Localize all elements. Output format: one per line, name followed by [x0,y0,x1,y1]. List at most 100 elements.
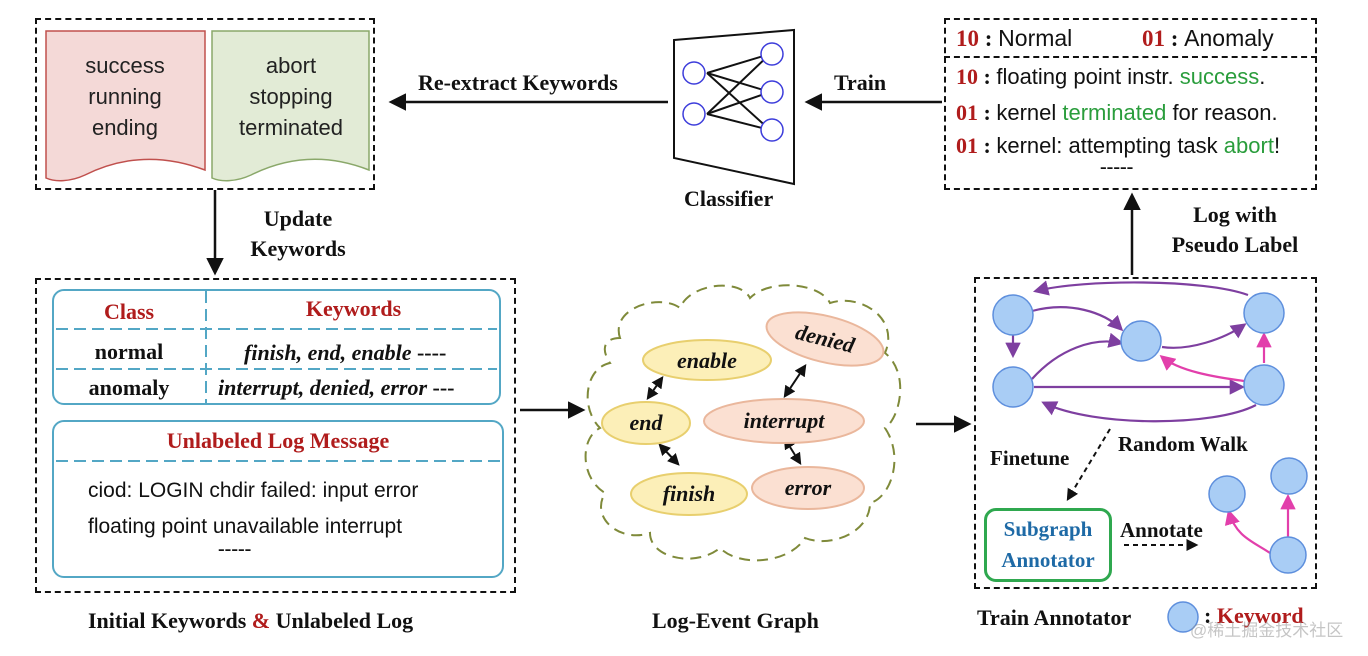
node-denied-shape [765,311,885,367]
rw-node-topleft [992,294,1034,336]
line-3-code: 01 [956,133,978,158]
pseudo-label-box [944,18,1317,190]
node-interrupt-label: interrupt [743,408,825,433]
pseudo-label-caption: Log with Pseudo Label [1145,200,1325,260]
normal-word-2: running [88,84,162,109]
reextract-label: Re-extract Keywords [418,70,618,95]
row-anomaly-keywords: interrupt, denied, error --- [218,375,455,401]
normal-keyword-doc [45,30,206,182]
row-normal-class: normal [94,339,164,364]
keyword-legend-text: Keyword [1216,603,1304,628]
train-label: Train [834,70,887,95]
pseudo-log-ellipsis: ----- [1100,156,1134,178]
rw-node-midleft [992,366,1034,408]
sub-node-top [1270,457,1308,495]
pseudo-caption-2: Pseudo Label [1171,232,1299,257]
unlabeled-ellipsis: ----- [218,538,252,560]
node-finish-shape [630,472,748,516]
annotator-box [974,277,1317,589]
sub-node-bottom [1269,536,1307,574]
left-caption-amp: & [251,608,271,633]
line-1-code: 10 [956,64,978,89]
legend-normal: 10 : Normal [956,25,1072,52]
anomaly-keywords-dots: --- [432,375,455,400]
update-label-2: Keywords [250,236,346,261]
anomaly-sep: : [1170,26,1179,51]
node-end-label: end [629,410,663,435]
normal-code: 10 [956,26,979,51]
classifier-network [673,28,795,186]
unlabeled-line-1: ciod: LOGIN chdir failed: input error [88,479,419,502]
node-interrupt-shape [703,398,865,444]
input-neuron-1 [682,61,706,85]
normal-word-3: ending [91,115,159,140]
unlabeled-log-box [52,420,504,578]
node-enable-shape [642,339,772,381]
anomaly-keyword-doc [211,30,370,182]
pseudo-label-divider [944,56,1317,58]
line-2-text: kernel [996,100,1063,125]
subgraph-annotator: Subgraph Annotator [984,508,1112,582]
line-3-text: kernel: attempting task [996,133,1224,158]
random-walk-label: Random Walk [1118,432,1248,456]
keyword-legend: : Keyword [1204,603,1304,629]
subgraph-label-2: Annotator [1001,548,1095,572]
unlabeled-divider [56,460,500,462]
pseudo-log-line-3: 01 : kernel: attempting task abort! [956,133,1280,159]
line-2-sep: : [983,100,991,125]
class-header: Class [103,299,155,324]
node-error-label: error [784,475,832,500]
output-neuron-2 [760,80,784,104]
output-neuron-1 [760,42,784,66]
normal-word-1: success [85,53,165,78]
line-1-end: . [1259,64,1266,89]
random-walk-graph [992,280,1308,574]
row-normal-keywords: finish, end, enable ---- [244,340,446,366]
keyword-table [52,289,501,405]
normal-keywords-text: finish, end, enable [244,340,412,365]
left-caption: Initial Keywords & Unlabeled Log [88,608,413,634]
anomaly-legend-label: Anomaly [1184,25,1274,51]
left-caption-1: Initial Keywords [88,608,252,633]
keyword-docs-box [35,18,375,190]
anomaly-word-2: stopping [249,84,333,109]
annotate-label: Annotate [1120,518,1203,542]
pseudo-caption-1: Log with [1193,202,1277,227]
anomaly-word-1: abort [265,53,317,78]
rw-node-center [1120,320,1162,362]
watermark: @稀土掘金技术社区 [1190,621,1344,640]
finetune-label: Finetune [990,446,1070,470]
output-neuron-3 [760,118,784,142]
unlabeled-line-2: floating point unavailable interrupt [88,515,403,538]
update-label-1: Update [263,206,333,231]
initial-keywords-box [35,278,516,593]
log-event-graph [584,284,902,562]
keyword-legend-node [1167,601,1199,633]
anomaly-code: 01 [1142,26,1165,51]
normal-legend-label: Normal [998,25,1073,51]
anomaly-keywords-text: interrupt, denied, error [218,375,428,400]
line-2-keyword: terminated [1062,100,1167,125]
normal-sep: : [984,26,993,51]
annotator-caption: Train Annotator [977,605,1132,630]
unlabeled-header: Unlabeled Log Message [166,428,390,453]
line-3-end: ! [1273,133,1281,158]
classifier-caption: Classifier [684,186,774,211]
line-3-sep: : [983,133,991,158]
graph-cloud [584,284,902,562]
node-finish-label: finish [662,481,716,506]
normal-keywords-dots: ---- [416,340,447,365]
node-end-shape [601,401,691,445]
rw-node-topright [1243,292,1285,334]
input-neuron-2 [682,102,706,126]
line-2-code: 01 [956,100,978,125]
node-error-shape [751,466,865,510]
normal-doc-words: success running ending [45,34,205,182]
anomaly-word-3: terminated [239,115,343,140]
legend-anomaly: 01 : Anomaly [1142,25,1274,52]
line-1-text: floating point instr. [996,64,1180,89]
keywords-header: Keywords [305,296,402,321]
pseudo-log-line-1: 10 : floating point instr. success. [956,64,1265,90]
sub-node-left [1208,475,1246,513]
